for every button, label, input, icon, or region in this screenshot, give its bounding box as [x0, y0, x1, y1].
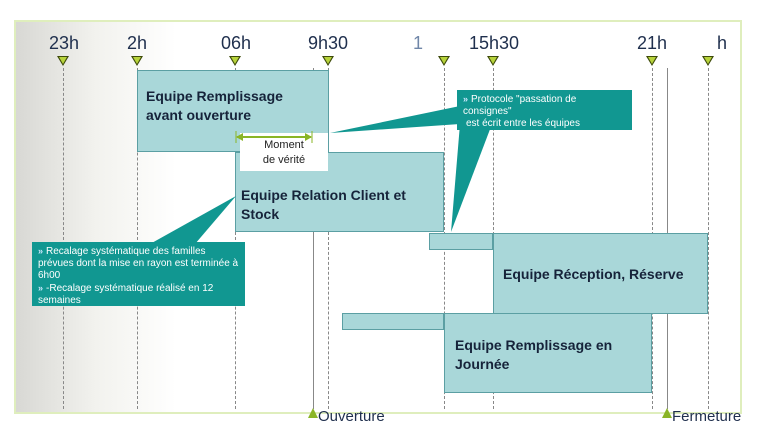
protocole-callout: »Protocole "passation de consignes" est … [457, 90, 632, 130]
protocole-pointer [451, 124, 492, 232]
time-label-2h: 2h [126, 33, 148, 53]
team-label: Equipe Remplissage avant ouverture [146, 88, 283, 123]
time-marker-icon [229, 56, 241, 66]
time-marker-icon [57, 56, 69, 66]
time-label-15h30: 15h30 [468, 33, 520, 53]
protocole-line2: est écrit entre les équipes [466, 118, 580, 129]
time-gridline [328, 68, 329, 409]
time-marker-icon [702, 56, 714, 66]
team-label: Equipe Réception, Réserve [503, 266, 684, 282]
fermeture-marker-icon [662, 408, 672, 418]
ouverture-marker-icon [308, 408, 318, 418]
time-gridline [63, 68, 64, 409]
recalage-item1: »Recalage systématique des familles prév… [38, 246, 239, 281]
fermeture-label: Fermeture [672, 408, 742, 425]
team-label: Equipe Remplissage en Journée [455, 337, 613, 372]
recalage-callout: »Recalage systématique des familles prév… [32, 242, 245, 306]
team-box-remplissage-journee: Equipe Remplissage en Journée [444, 313, 652, 393]
double-chevron-icon: » [38, 246, 44, 256]
time-label-21h: 21h [636, 33, 668, 53]
time-label-06h: 06h [220, 33, 252, 53]
moment-text: Moment de vérité [262, 139, 306, 166]
moment-arrow-left-icon [236, 133, 243, 141]
time-marker-icon [487, 56, 499, 66]
team-label: Equipe Relation Client et Stock [241, 187, 406, 222]
team-box-reception-strip [429, 233, 493, 250]
time-marker-icon [131, 56, 143, 66]
moment-arrow-right-icon [305, 133, 312, 141]
time-label-23h: 23h [48, 33, 80, 53]
time-gridline [708, 68, 709, 409]
time-label-9h30: 9h30 [307, 33, 349, 53]
protocole-pointer [330, 106, 460, 133]
time-marker-icon [646, 56, 658, 66]
time-label-h: h [716, 33, 728, 53]
ouverture-line [313, 68, 314, 409]
double-chevron-icon: » [38, 283, 44, 293]
double-chevron-icon: » [463, 94, 469, 104]
team-box-reception: Equipe Réception, Réserve [493, 233, 708, 314]
team-box-journee-strip [342, 313, 444, 330]
recalage-pointer [150, 196, 236, 244]
recalage-item2: »-Recalage systématique réalisé en 12 se… [38, 283, 214, 306]
time-gridline [137, 68, 138, 409]
moment-de-verite-label: Moment de vérité [240, 133, 328, 171]
time-gridline [235, 68, 236, 409]
time-marker-icon [322, 56, 334, 66]
time-marker-icon [438, 56, 450, 66]
time-label-1: 1 [412, 33, 424, 53]
protocole-line1: »Protocole "passation de consignes" [463, 94, 577, 117]
ouverture-label: Ouverture [318, 408, 385, 425]
